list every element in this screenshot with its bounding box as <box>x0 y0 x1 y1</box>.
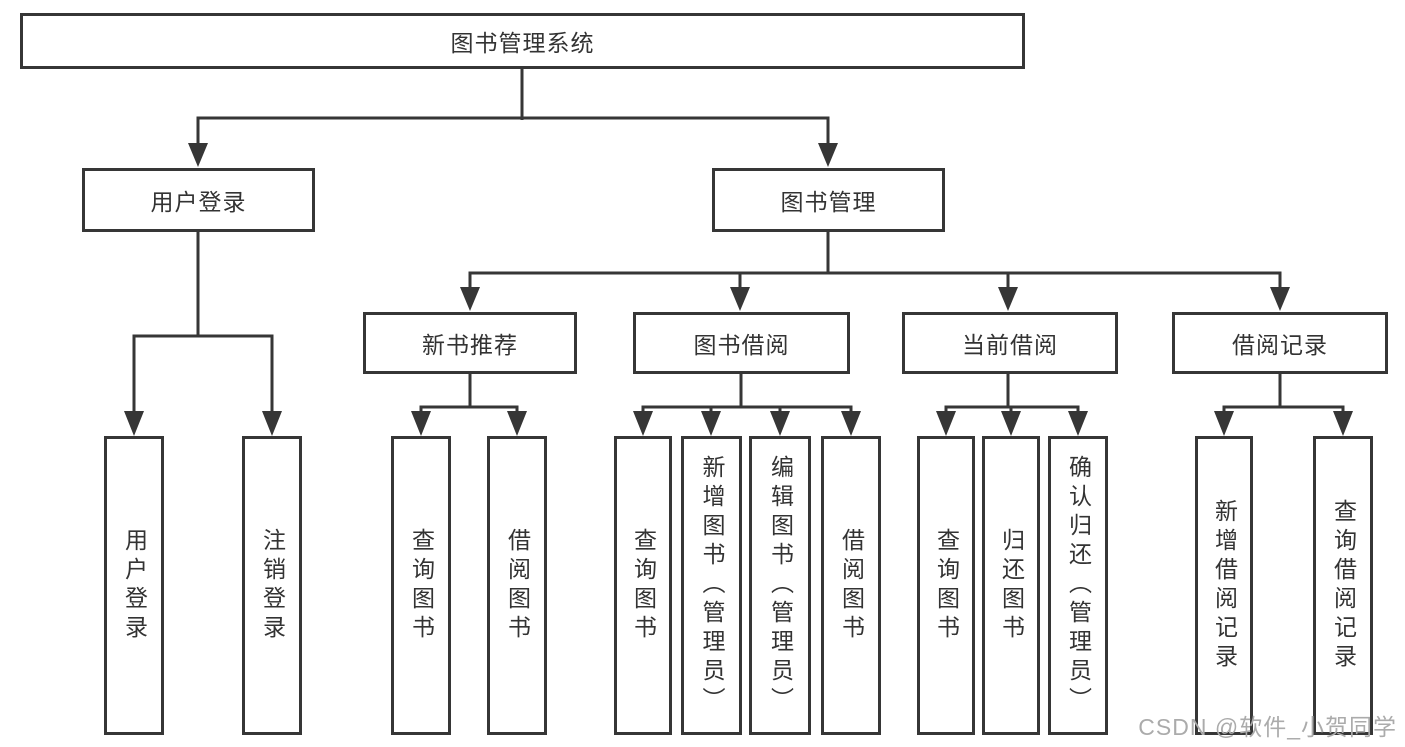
node-label: 当前借阅 <box>962 332 1058 358</box>
connector-borrowrecord-to-leaves <box>1222 374 1345 414</box>
arrowhead <box>730 287 750 311</box>
connector-bookmgmt-to-level3 <box>468 232 1282 290</box>
connector-currentborrow-to-leaves <box>944 374 1080 414</box>
watermark: CSDN @软件_小贺同学 <box>1138 714 1397 740</box>
node-borrowing-records: 借阅记录 <box>1172 312 1388 374</box>
leaf-logout: 注销登录 <box>242 436 302 735</box>
node-label: 查询借阅记录 <box>1330 498 1357 673</box>
node-label: 借阅图书 <box>504 527 531 644</box>
arrowhead <box>701 411 721 436</box>
arrowhead <box>818 143 838 167</box>
arrowhead <box>411 411 431 436</box>
node-new-book-recommend: 新书推荐 <box>363 312 577 374</box>
node-label: 新书推荐 <box>422 332 518 358</box>
node-label: 注销登录 <box>259 527 286 644</box>
leaf-edit-book-admin: 编辑图书（管理员） <box>749 436 811 735</box>
arrowhead <box>124 411 144 436</box>
arrowhead <box>460 287 480 311</box>
arrowhead <box>1068 411 1088 436</box>
leaf-query-borrow-record: 查询借阅记录 <box>1313 436 1373 735</box>
node-label: 新增图书（管理员） <box>699 455 725 716</box>
node-label: 借阅图书 <box>838 527 865 644</box>
leaf-query-book-current: 查询图书 <box>917 436 975 735</box>
node-library-system: 图书管理系统 <box>20 13 1025 69</box>
arrowhead <box>770 411 790 436</box>
node-user-login: 用户登录 <box>82 168 315 232</box>
node-label: 新增借阅记录 <box>1211 498 1238 673</box>
connector-userlogin-to-leaves <box>132 232 274 414</box>
arrowhead <box>507 411 527 436</box>
node-label: 图书管理系统 <box>450 30 595 56</box>
arrowhead <box>936 411 956 436</box>
node-label: 查询图书 <box>933 527 960 644</box>
arrowhead <box>1001 411 1021 436</box>
leaf-add-borrow-record: 新增借阅记录 <box>1195 436 1253 735</box>
leaf-query-book-borrowing: 查询图书 <box>614 436 672 735</box>
node-label: 确认归还（管理员） <box>1065 455 1092 716</box>
node-book-management: 图书管理 <box>712 168 945 232</box>
leaf-borrow-book: 借阅图书 <box>821 436 881 735</box>
node-label: 查询图书 <box>408 527 435 644</box>
arrowhead <box>998 287 1018 311</box>
node-label: 查询图书 <box>630 527 657 644</box>
leaf-query-book-recommend: 查询图书 <box>391 436 451 735</box>
leaf-user-login: 用户登录 <box>104 436 164 735</box>
node-label: 图书借阅 <box>693 332 790 358</box>
node-label: 归还图书 <box>998 527 1025 644</box>
arrowhead <box>633 411 653 436</box>
arrowhead <box>841 411 861 436</box>
arrowhead <box>1270 287 1290 311</box>
node-book-borrowing: 图书借阅 <box>633 312 850 374</box>
node-label: 编辑图书（管理员） <box>767 455 794 716</box>
leaf-borrow-book-recommend: 借阅图书 <box>487 436 547 735</box>
leaf-confirm-return-admin: 确认归还（管理员） <box>1048 436 1108 735</box>
node-label: 图书管理 <box>780 189 877 215</box>
arrowhead <box>1333 411 1353 436</box>
arrowhead <box>1214 411 1234 436</box>
arrowhead <box>188 143 208 167</box>
connector-root-to-level2 <box>196 69 830 146</box>
connector-newbook-to-leaves <box>419 374 519 414</box>
leaf-add-book-admin: 新增图书（管理员） <box>681 436 742 735</box>
leaf-return-book: 归还图书 <box>982 436 1040 735</box>
arrowhead <box>262 411 282 436</box>
node-label: 借阅记录 <box>1232 332 1328 358</box>
node-current-borrowing: 当前借阅 <box>902 312 1118 374</box>
connector-bookborrow-to-leaves <box>641 374 853 414</box>
node-label: 用户登录 <box>150 189 247 215</box>
node-label: 用户登录 <box>121 527 148 644</box>
